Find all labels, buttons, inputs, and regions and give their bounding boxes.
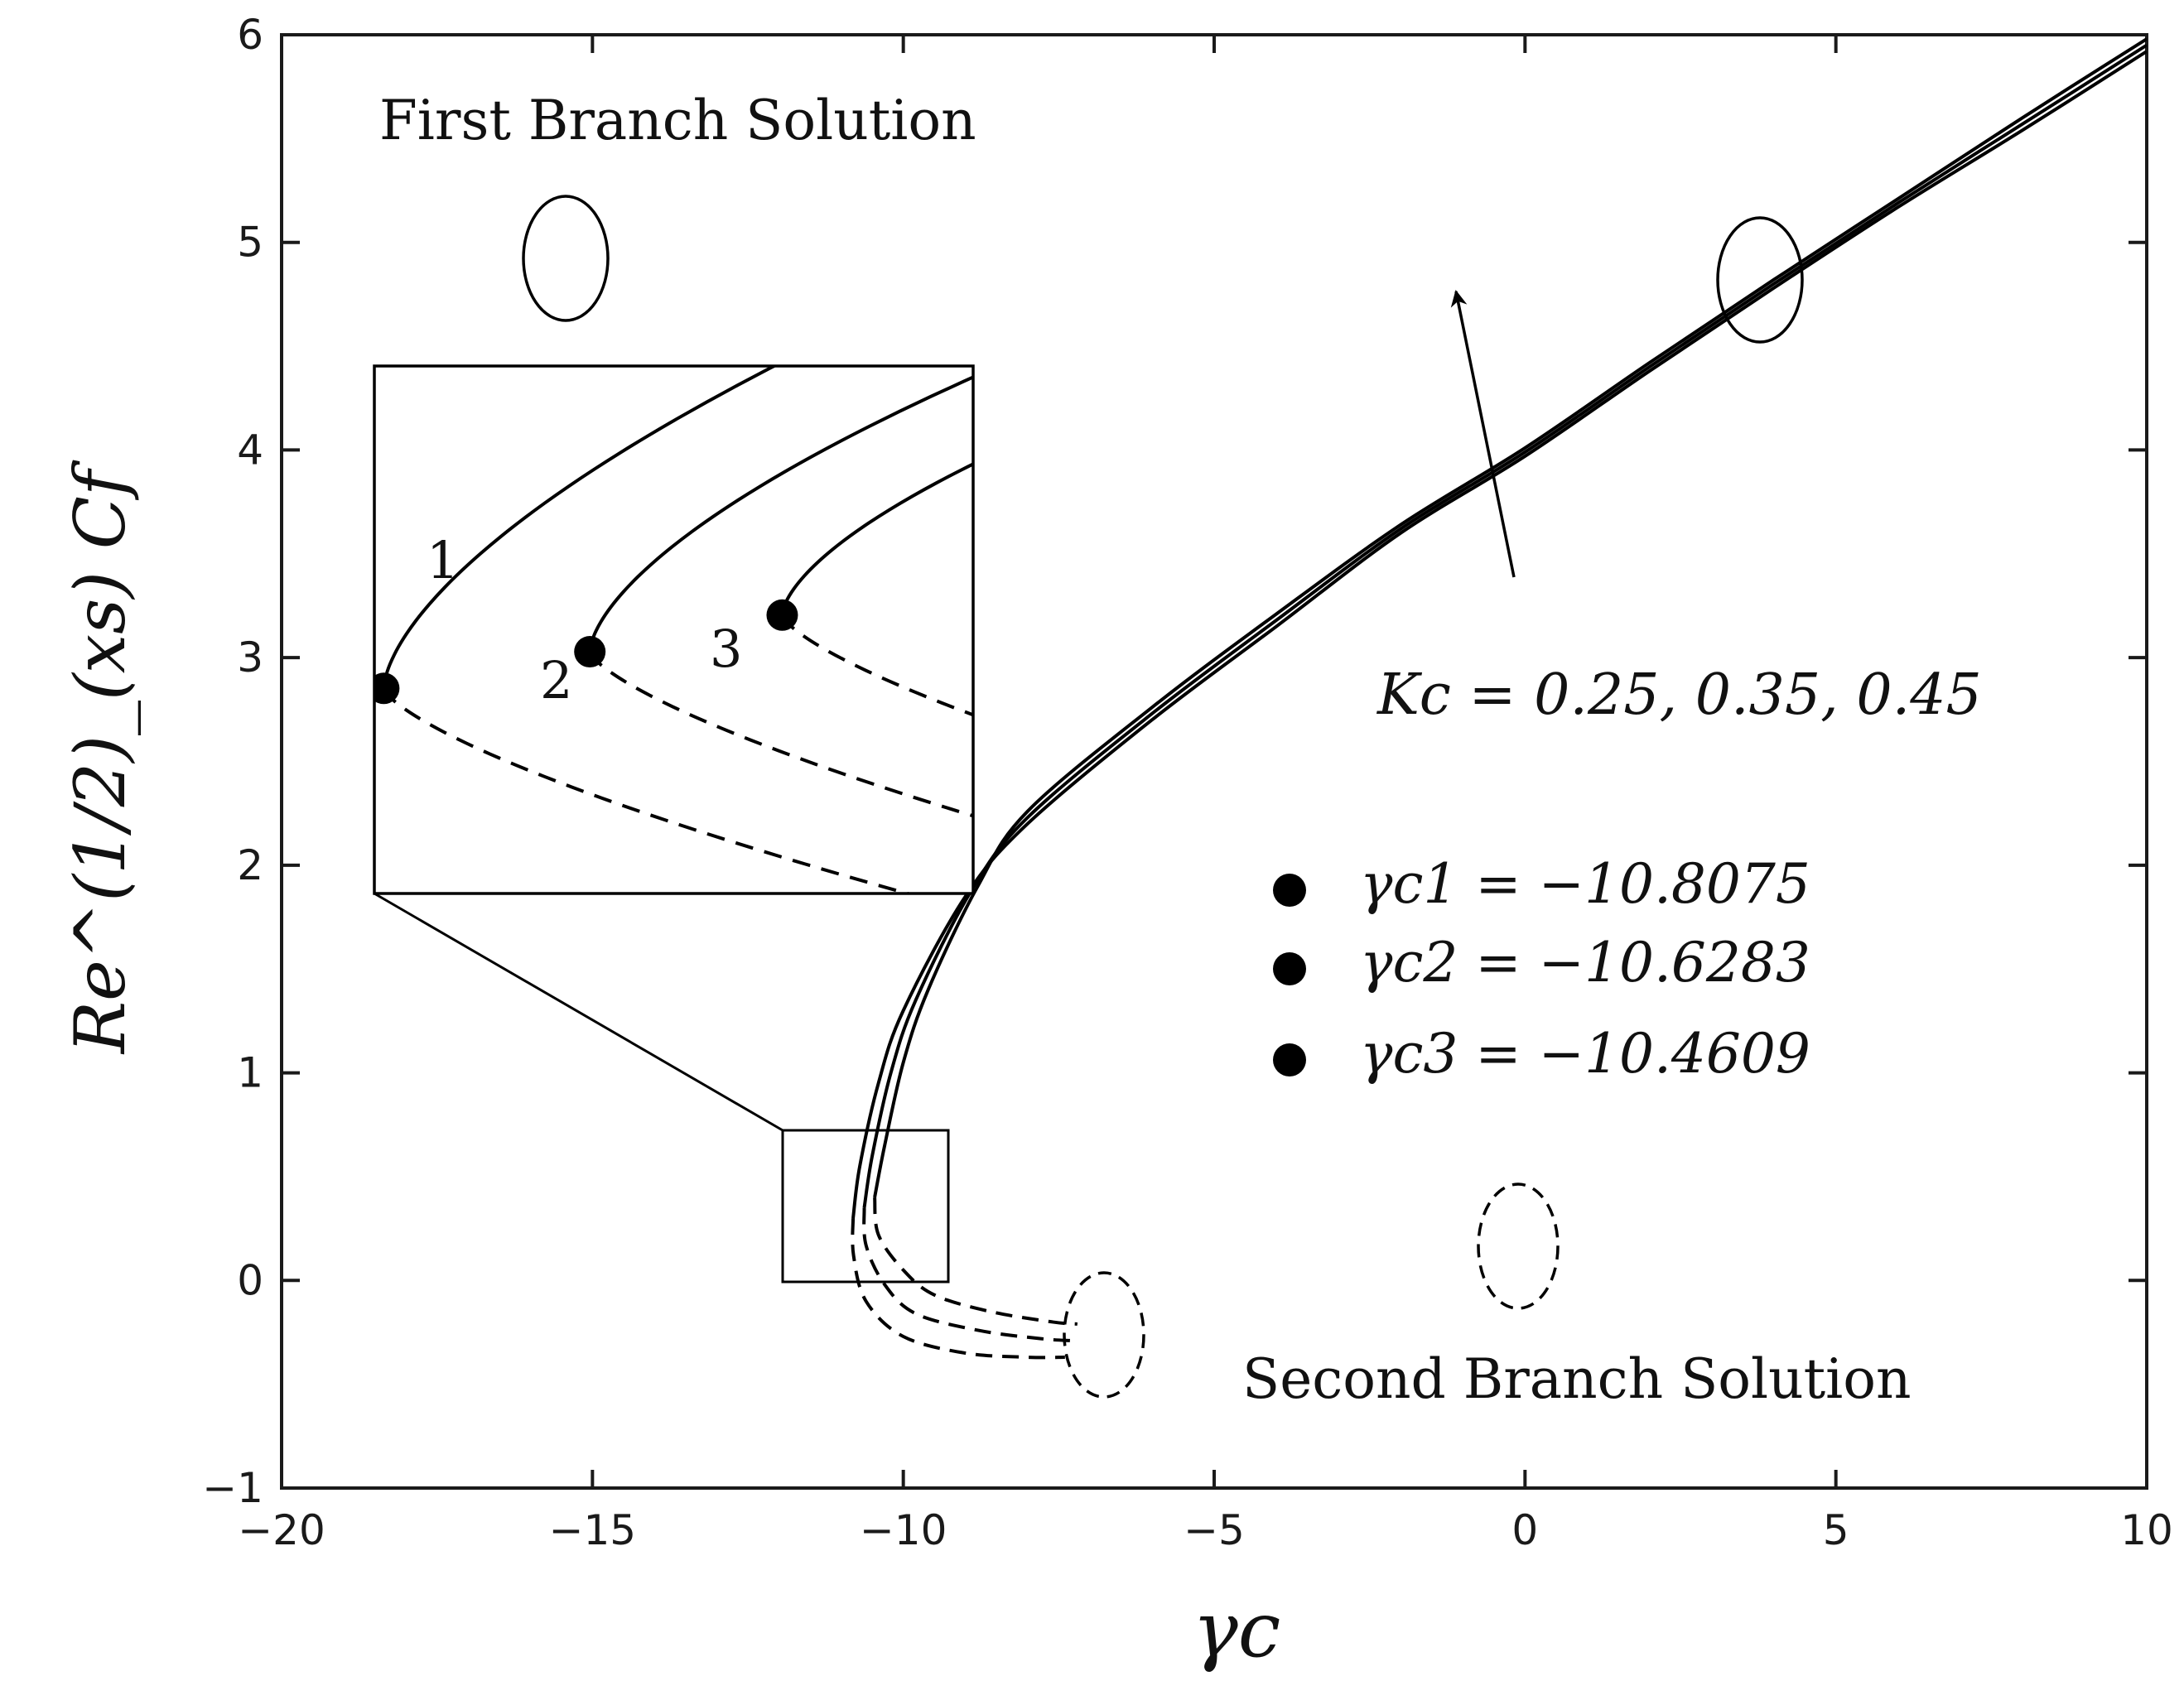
y-tick-label: 1 [237, 1049, 263, 1097]
x-tick-label: 10 [2120, 1506, 2173, 1554]
x-tick-label: −5 [1184, 1506, 1245, 1554]
x-tick-label: −20 [238, 1506, 325, 1554]
y-tick-label: 3 [237, 633, 263, 682]
legend-marker-2 [1273, 952, 1306, 985]
x-tick-labels: −20 −15 −10 −5 0 5 10 [238, 1506, 2173, 1554]
dashed-curves-ellipse [1063, 1271, 1145, 1399]
axis-ticks [282, 35, 2147, 1488]
inset-curve-label-2: 2 [540, 650, 572, 710]
first-branch-ellipse [522, 195, 610, 322]
x-tick-label: −10 [860, 1506, 947, 1554]
y-tick-label: 0 [237, 1256, 263, 1304]
x-tick-label: 5 [1823, 1506, 1849, 1554]
second-branch-curve-1 [851, 1218, 1065, 1360]
y-tick-label: 5 [237, 219, 263, 267]
first-branch-curve-1 [851, 50, 2147, 1219]
legend-label-2: γc2 = −10.6283 [1360, 931, 1810, 995]
y-tick-label: 6 [237, 11, 263, 59]
x-tick-label: 0 [1511, 1506, 1538, 1554]
inset-first-branch-3 [780, 462, 973, 616]
y-tick-label: −1 [202, 1464, 263, 1512]
first-branch-curve-3 [873, 37, 2147, 1198]
y-axis-label: Re^(1/2)_(xs) Cf [60, 460, 141, 1055]
inset-first-branch-1 [382, 366, 779, 689]
main-curves-ellipse [1716, 216, 1804, 344]
legend: γc1 = −10.8075 γc2 = −10.6283 γc3 = −10.… [1273, 852, 1810, 1086]
series-group [851, 37, 2147, 1360]
y-tick-labels: −1 0 1 2 3 4 5 6 [202, 11, 263, 1512]
parameter-arrow [1450, 290, 1516, 578]
legend-marker-3 [1273, 1043, 1306, 1076]
legend-label-3: γc3 = −10.4609 [1360, 1022, 1810, 1086]
inset-critical-point-3 [766, 599, 798, 631]
inset-frame [373, 364, 975, 895]
inset-second-branch-1 [382, 687, 914, 893]
inset-first-branch-2 [588, 375, 973, 653]
zoom-connector-line [374, 892, 783, 1132]
inset-series-group [374, 366, 973, 893]
inset-critical-point-2 [574, 636, 606, 668]
legend-label-1: γc1 = −10.8075 [1360, 852, 1810, 916]
second-branch-curve-3 [873, 1197, 1078, 1326]
y-tick-label: 4 [237, 426, 263, 474]
x-tick-label: −15 [549, 1506, 637, 1554]
x-axis-label: γc [1193, 1586, 1281, 1674]
legend-marker-1 [1273, 874, 1306, 907]
inset-curve-label-1: 1 [427, 530, 459, 590]
first-branch-curve-2 [862, 43, 2147, 1208]
zoom-box [781, 1129, 950, 1284]
first-branch-label: First Branch Solution [379, 89, 976, 152]
second-branch-curve-2 [862, 1207, 1072, 1342]
inset-critical-point-1 [374, 672, 400, 705]
inset-second-branch-2 [588, 650, 973, 818]
parameter-label: Kc = 0.25, 0.35, 0.45 [1376, 662, 1982, 728]
second-branch-label: Second Branch Solution [1242, 1347, 1912, 1411]
second-branch-ellipse [1477, 1182, 1560, 1310]
inset-curve-label-3: 3 [710, 619, 742, 679]
y-tick-label: 2 [237, 841, 263, 889]
